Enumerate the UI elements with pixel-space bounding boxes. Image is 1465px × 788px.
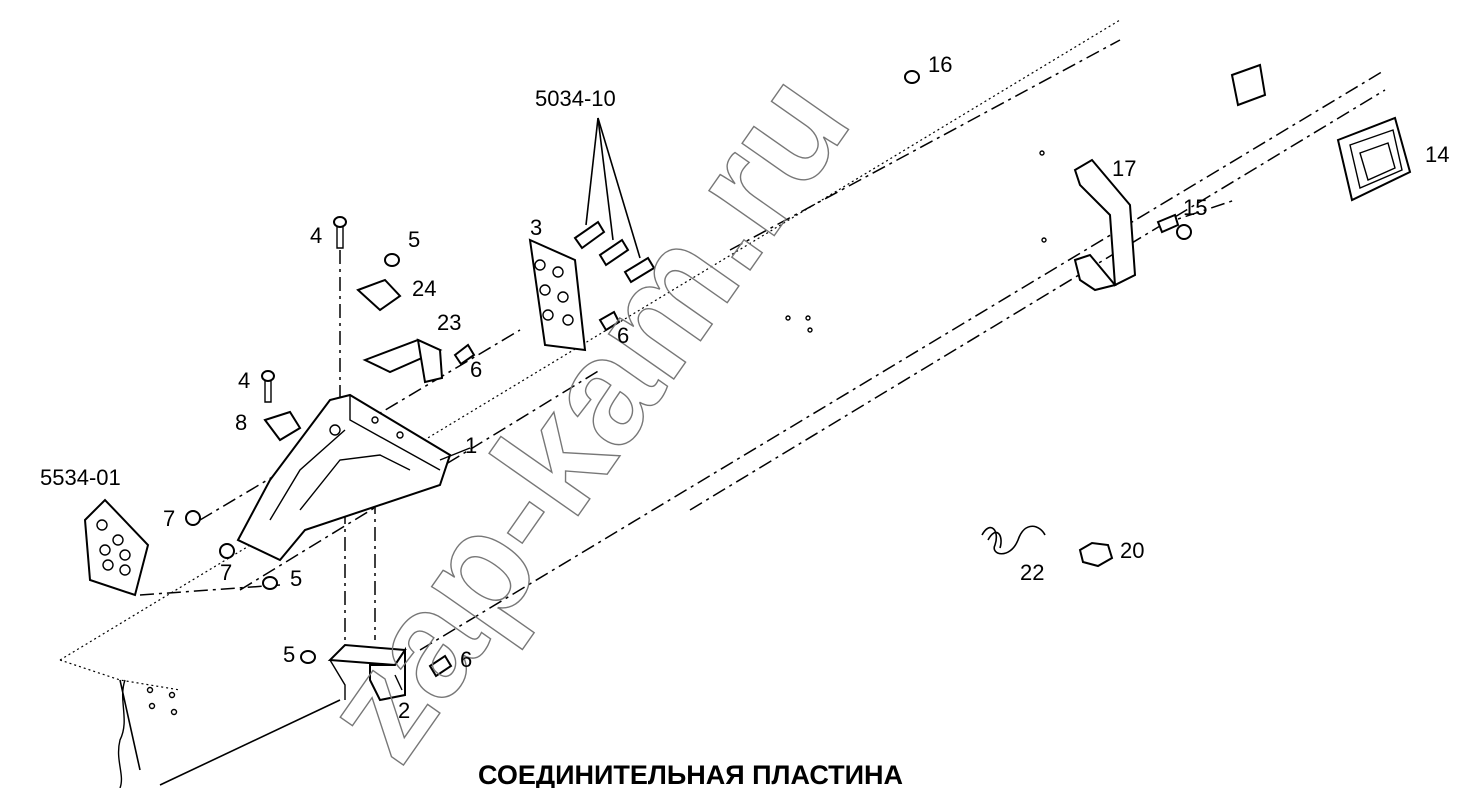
bracket-part-17 [1073,158,1137,292]
label-part-17: 17 [1112,156,1136,181]
label-part-3: 3 [530,215,542,240]
leader-lines [394,447,471,691]
label-5034-10: 5034-10 [535,86,616,111]
bolt-part-4-mid [261,370,275,403]
bracket-part-2 [327,643,407,702]
label-part-4-mid: 4 [238,368,250,393]
frame-rail [59,19,1386,788]
label-part-16: 16 [928,52,952,77]
label-part-5-mid: 5 [290,566,302,591]
nut-part-7 [185,510,235,559]
nut-part-16 [904,70,920,84]
label-part-6-mid: 6 [617,323,629,348]
label-part-4-top: 4 [310,223,322,248]
bolt-part-4-top [333,216,347,249]
label-part-2: 2 [398,698,410,723]
plate-part-3 [528,238,587,352]
label-part-20: 20 [1120,538,1144,563]
connector-pins-5034-10 [573,117,656,284]
clip-part-24 [356,278,402,312]
label-part-6-bottom: 6 [460,647,472,672]
label-part-8: 8 [235,410,247,435]
label-part-22: 22 [1020,560,1044,585]
label-part-7-a: 7 [163,506,175,531]
diagram-title: СОЕДИНИТЕЛЬНАЯ ПЛАСТИНА [478,760,903,788]
label-part-15: 15 [1183,195,1207,220]
bracket-part-23 [362,338,444,384]
clip-part-22 [981,525,1046,555]
label-part-23: 23 [437,310,461,335]
cover-part [1230,63,1267,107]
label-5534-01: 5534-01 [40,465,121,490]
label-part-24: 24 [412,276,436,301]
bracket-part-1 [236,393,452,562]
nut-part-5 [262,253,400,664]
label-part-1: 1 [465,433,477,458]
plate-5534-01 [83,498,150,597]
label-part-14: 14 [1425,142,1449,167]
cap-part-20 [1078,541,1114,568]
bolt-part-15 [1156,213,1192,240]
label-part-5-bottom: 5 [283,642,295,667]
grommet-part-14 [1336,116,1412,202]
label-part-7-b: 7 [220,560,232,585]
label-part-5-top: 5 [408,227,420,252]
clamp-part-8 [263,410,302,442]
bolt-part-6 [428,310,621,678]
label-part-6-top: 6 [470,357,482,382]
